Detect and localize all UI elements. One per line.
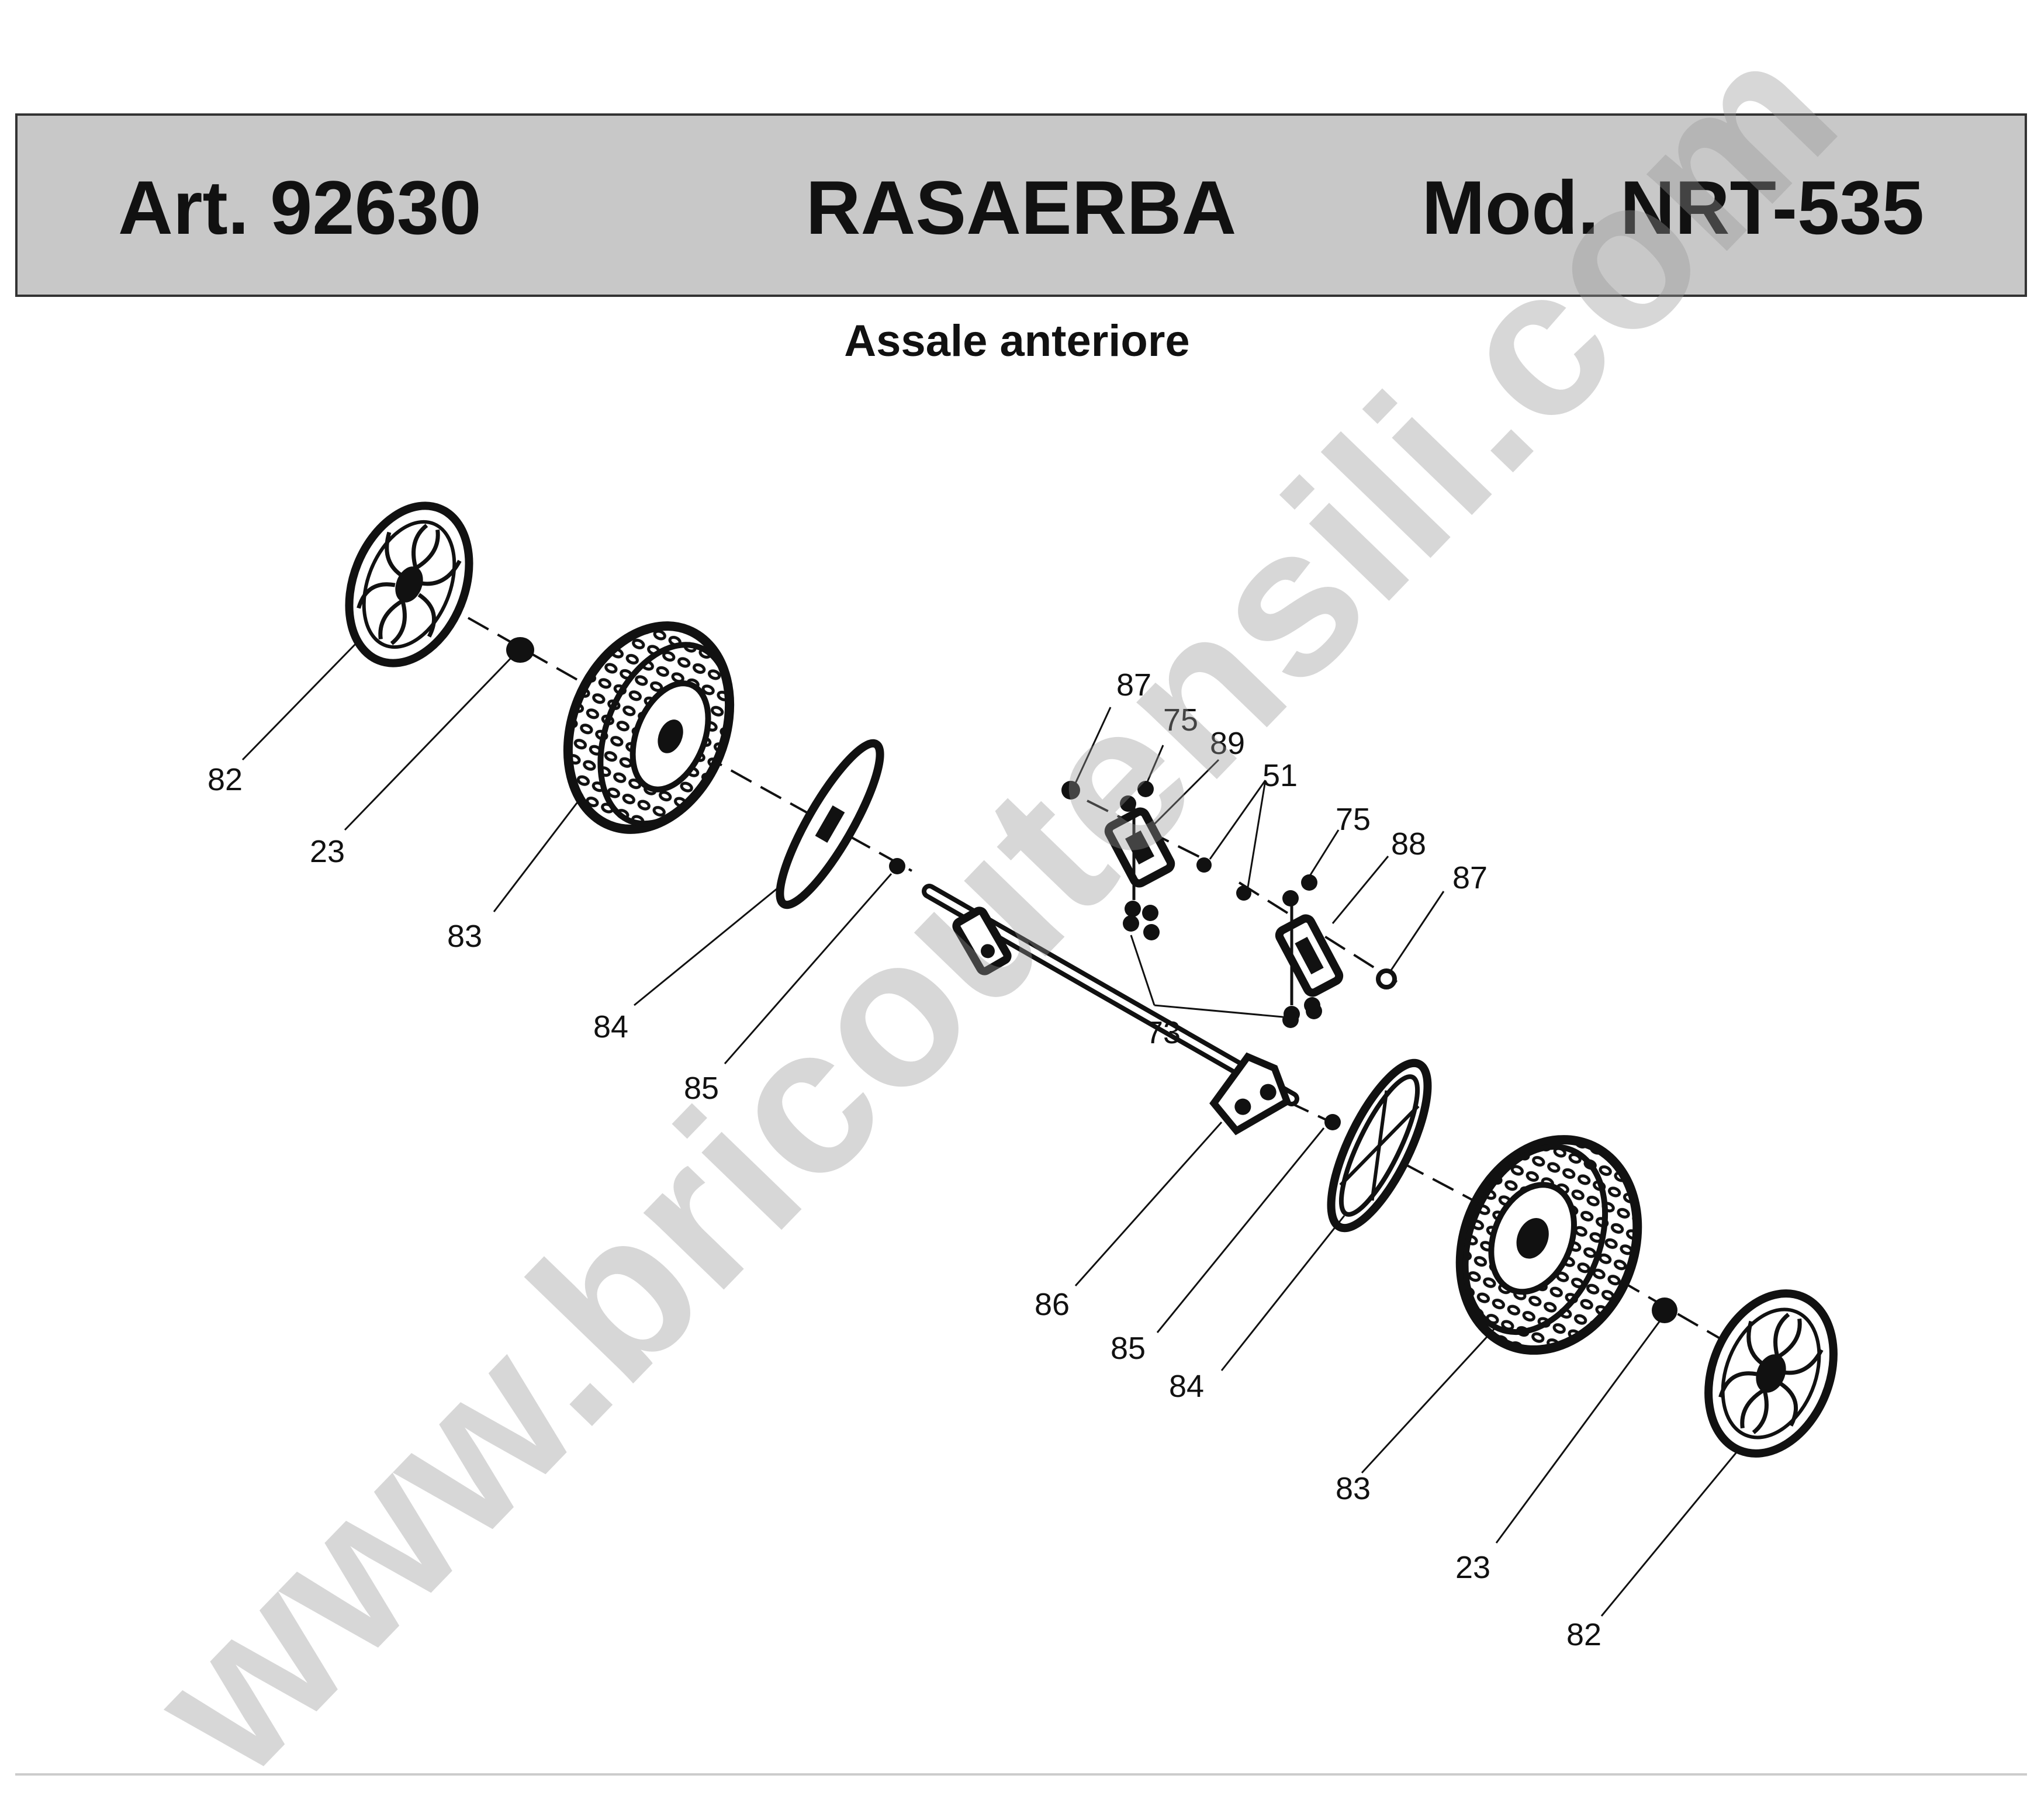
washer-left	[889, 858, 905, 874]
tyre-right	[1455, 1135, 1642, 1355]
callout-84-left: 84	[593, 1009, 628, 1044]
callout-labels: 82 23 83 84 85 87 75 89 51 75 88 87 73 8…	[207, 667, 1601, 1652]
callout-87-top: 87	[1116, 667, 1151, 703]
hubcap-left	[345, 501, 473, 667]
callout-23-right: 23	[1455, 1550, 1490, 1585]
callout-83-right: 83	[1336, 1471, 1371, 1506]
callout-51: 51	[1262, 758, 1298, 793]
callout-85-right: 85	[1111, 1331, 1146, 1366]
callout-23-left: 23	[310, 834, 345, 869]
callout-84-right: 84	[1169, 1369, 1204, 1404]
callout-75-right: 75	[1336, 802, 1371, 837]
callout-89: 89	[1210, 726, 1245, 761]
callout-83-left: 83	[447, 919, 482, 954]
bushing-left	[506, 637, 534, 663]
callout-88: 88	[1391, 826, 1426, 861]
callout-75-top: 75	[1163, 703, 1198, 738]
wheel-disk-right	[1327, 1058, 1432, 1233]
bushing-right	[1652, 1297, 1677, 1323]
height-bracket-right	[1236, 874, 1397, 1028]
callout-87-right: 87	[1452, 860, 1488, 895]
callout-73: 73	[1146, 1015, 1181, 1050]
section-title: Assale anteriore	[844, 316, 1190, 366]
callout-86: 86	[1035, 1287, 1070, 1322]
callout-82-right: 82	[1566, 1617, 1601, 1652]
washer-right	[1324, 1114, 1341, 1130]
article-number: Art. 92630	[118, 165, 482, 250]
header-band: Art. 92630 RASAERBA Mod. NRT-535	[15, 113, 2027, 297]
axle-shaft	[922, 884, 1299, 1136]
leader-lines	[241, 642, 1740, 1617]
callout-82-left: 82	[207, 762, 243, 797]
model-number: Mod. NRT-535	[1421, 165, 1924, 250]
hubcap-right	[1704, 1289, 1838, 1458]
footer-rule	[15, 1773, 2027, 1776]
callout-85-left: 85	[684, 1071, 719, 1106]
wheel-disk-left	[776, 739, 884, 909]
product-title: RASAERBA	[805, 165, 1237, 250]
tyre-left	[563, 621, 735, 834]
height-bracket-left	[1061, 781, 1212, 940]
